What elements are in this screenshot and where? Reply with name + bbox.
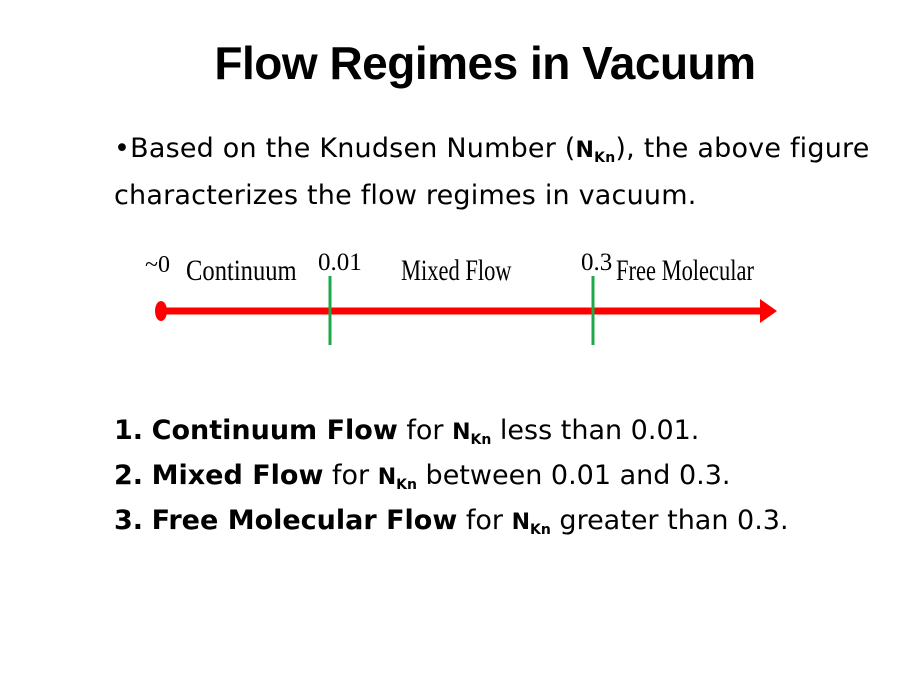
- axis-start-dot: [155, 301, 167, 321]
- region-label-continuum: Continuum: [186, 254, 297, 287]
- intro-paragraph: •Based on the Knudsen Number (NKn), the …: [114, 130, 874, 214]
- list-item-mixed: 2. Mixed Flow for NKn between 0.01 and 0…: [114, 460, 731, 493]
- list-item-free-molecular: 3. Free Molecular Flow for NKn greater t…: [114, 505, 789, 538]
- term-mixed-flow: Mixed Flow: [151, 460, 324, 491]
- knudsen-symbol: NKn: [452, 420, 492, 448]
- bullet-marker: •: [114, 133, 131, 164]
- region-label-free-molecular: Free Molecular: [616, 253, 754, 287]
- start-label: ~0: [145, 252, 170, 278]
- intro-text-before: Based on the Knudsen Number (: [130, 133, 576, 164]
- tick-label-0-01: 0.01: [318, 249, 362, 276]
- term-continuum-flow: Continuum Flow: [151, 415, 398, 446]
- region-label-mixed-flow: Mixed Flow: [401, 253, 512, 287]
- knudsen-symbol: NKn: [511, 510, 551, 538]
- axis-arrowhead-icon: [760, 299, 777, 323]
- list-item-continuum: 1. Continuum Flow for NKn less than 0.01…: [114, 415, 700, 448]
- knudsen-symbol: NKn: [377, 465, 417, 493]
- term-free-molecular-flow: Free Molecular Flow: [151, 505, 458, 536]
- knudsen-symbol: NKn: [575, 138, 616, 166]
- flow-regime-list: 1. Continuum Flow for NKn less than 0.01…: [114, 413, 894, 548]
- tick-label-0-3: 0.3: [581, 249, 612, 276]
- slide-title: Flow Regimes in Vacuum: [214, 37, 756, 89]
- intro-text-after: ), the above figure characterizes the fl…: [114, 133, 870, 211]
